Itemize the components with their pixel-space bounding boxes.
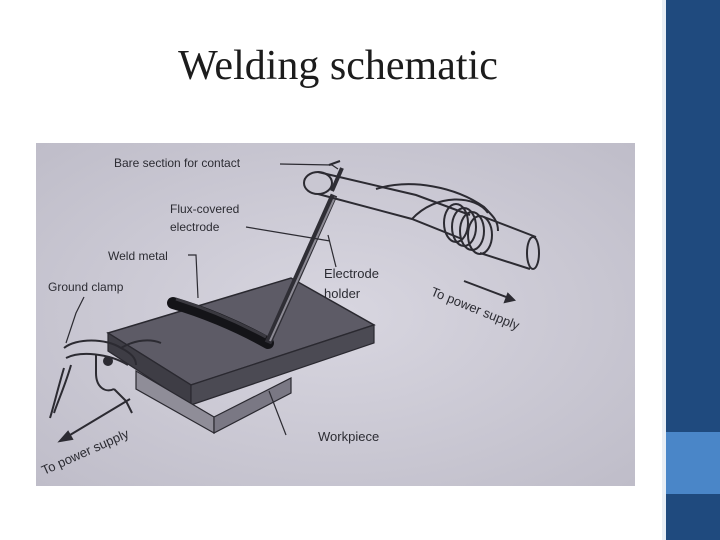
slide-title: Welding schematic [0, 42, 676, 90]
label-workpiece: Workpiece [318, 429, 379, 444]
label-flux-line1: Flux-covered [170, 202, 239, 216]
label-bare-section: Bare section for contact [114, 156, 241, 170]
label-weld-metal: Weld metal [108, 249, 168, 263]
label-holder-line1: Electrode [324, 266, 379, 281]
label-ground-clamp: Ground clamp [48, 280, 124, 294]
label-holder-line2: holder [324, 286, 361, 301]
label-flux-line2: electrode [170, 220, 220, 234]
right-accent-block [666, 432, 720, 494]
welding-diagram-image: Bare section for contact Flux-covered el… [36, 143, 635, 486]
